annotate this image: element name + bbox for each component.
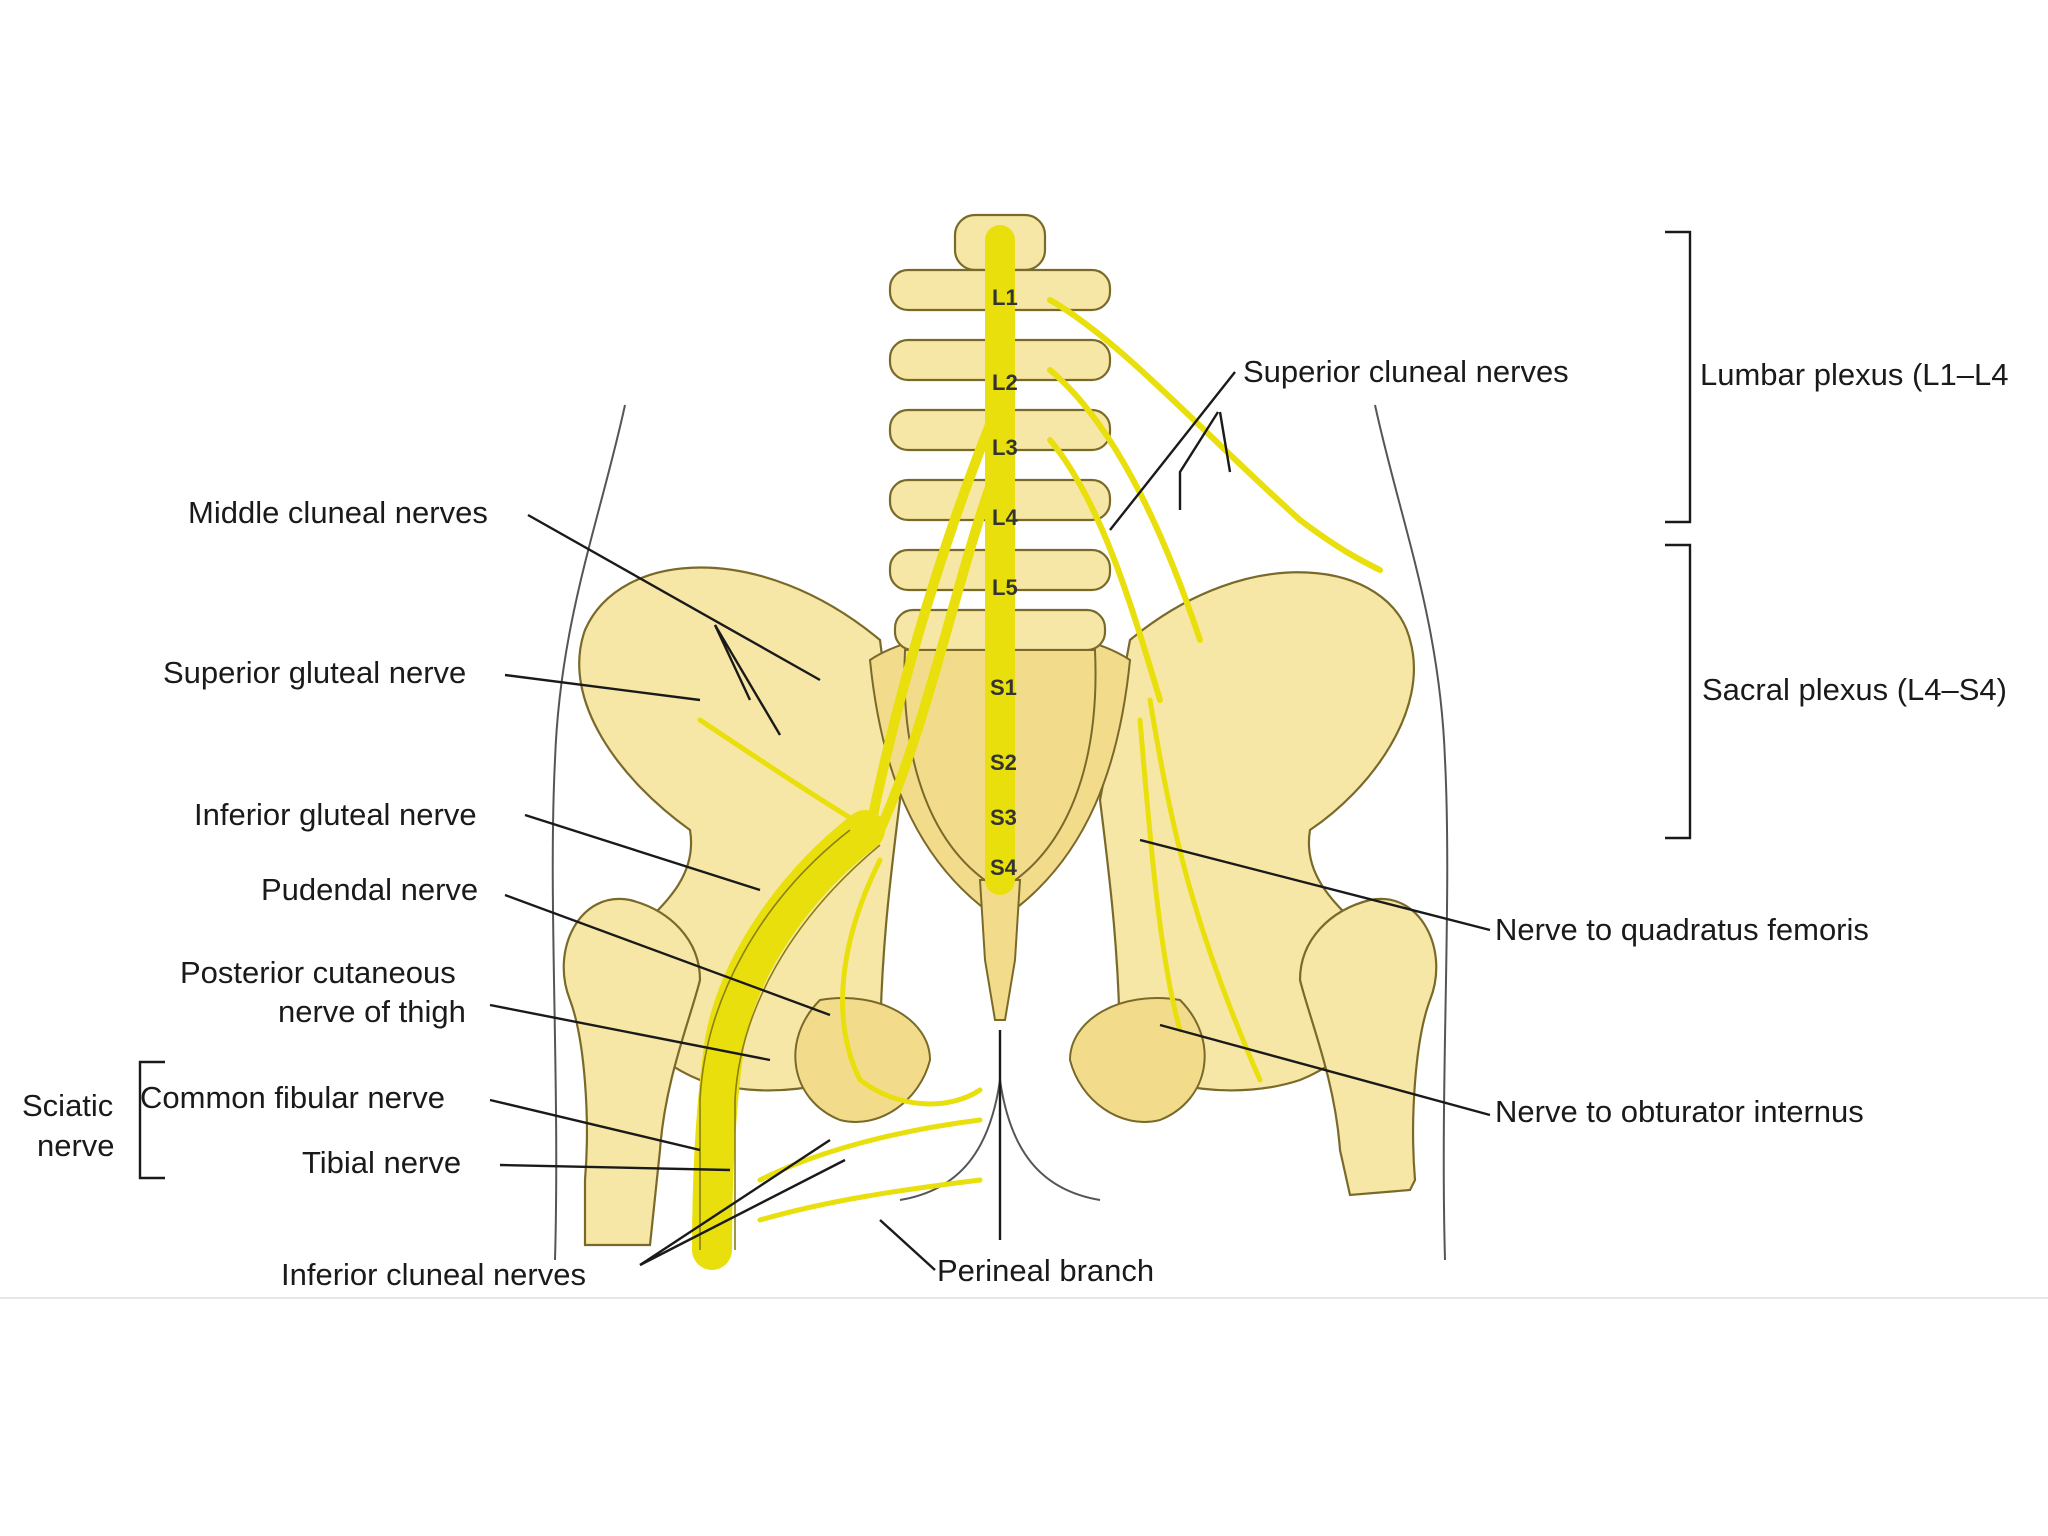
label-posterior-cutaneous-1: Posterior cutaneous [180,955,456,990]
label-superior-cluneal: Superior cluneal nerves [1243,354,1569,389]
label-pudendal: Pudendal nerve [261,872,478,907]
label-superior-gluteal: Superior gluteal nerve [163,655,466,690]
vertebra-label: S2 [990,750,1017,775]
vertebra-label: L3 [992,435,1018,460]
nerve-network [692,225,1383,1270]
label-tibial: Tibial nerve [302,1145,461,1180]
vertebra-label: L1 [992,285,1018,310]
labels: Superior cluneal nerves Lumbar plexus (L… [22,354,2008,1292]
label-sciatic-1: Sciatic [22,1088,113,1123]
label-common-fibular: Common fibular nerve [140,1080,445,1115]
label-inferior-gluteal: Inferior gluteal nerve [194,797,477,832]
label-inferior-cluneal: Inferior cluneal nerves [281,1257,586,1292]
vertebra-label: L2 [992,370,1018,395]
vertebra-label: S1 [990,675,1017,700]
vertebra-label: L5 [992,575,1018,600]
vertebra-labels: L1 L2 L3 L4 L5 S1 S2 S3 S4 [990,285,1018,880]
vertebra-label: S3 [990,805,1017,830]
label-middle-cluneal: Middle cluneal nerves [188,495,488,530]
vertebra-label: L4 [992,505,1018,530]
label-sacral-plexus: Sacral plexus (L4–S4) [1702,672,2007,707]
label-quadratus-femoris: Nerve to quadratus femoris [1495,912,1869,947]
vertebra-label: S4 [990,855,1018,880]
body-outline [551,404,1449,1261]
label-sciatic-2: nerve [37,1128,115,1163]
label-perineal-branch: Perineal branch [937,1253,1154,1288]
label-posterior-cutaneous-2: nerve of thigh [278,994,466,1029]
plexus-brackets [138,230,1692,1180]
label-lumbar-plexus: Lumbar plexus (L1–L4 [1700,357,2008,392]
leader-lines [489,371,1491,1271]
label-obturator-internus: Nerve to obturator internus [1495,1094,1864,1129]
